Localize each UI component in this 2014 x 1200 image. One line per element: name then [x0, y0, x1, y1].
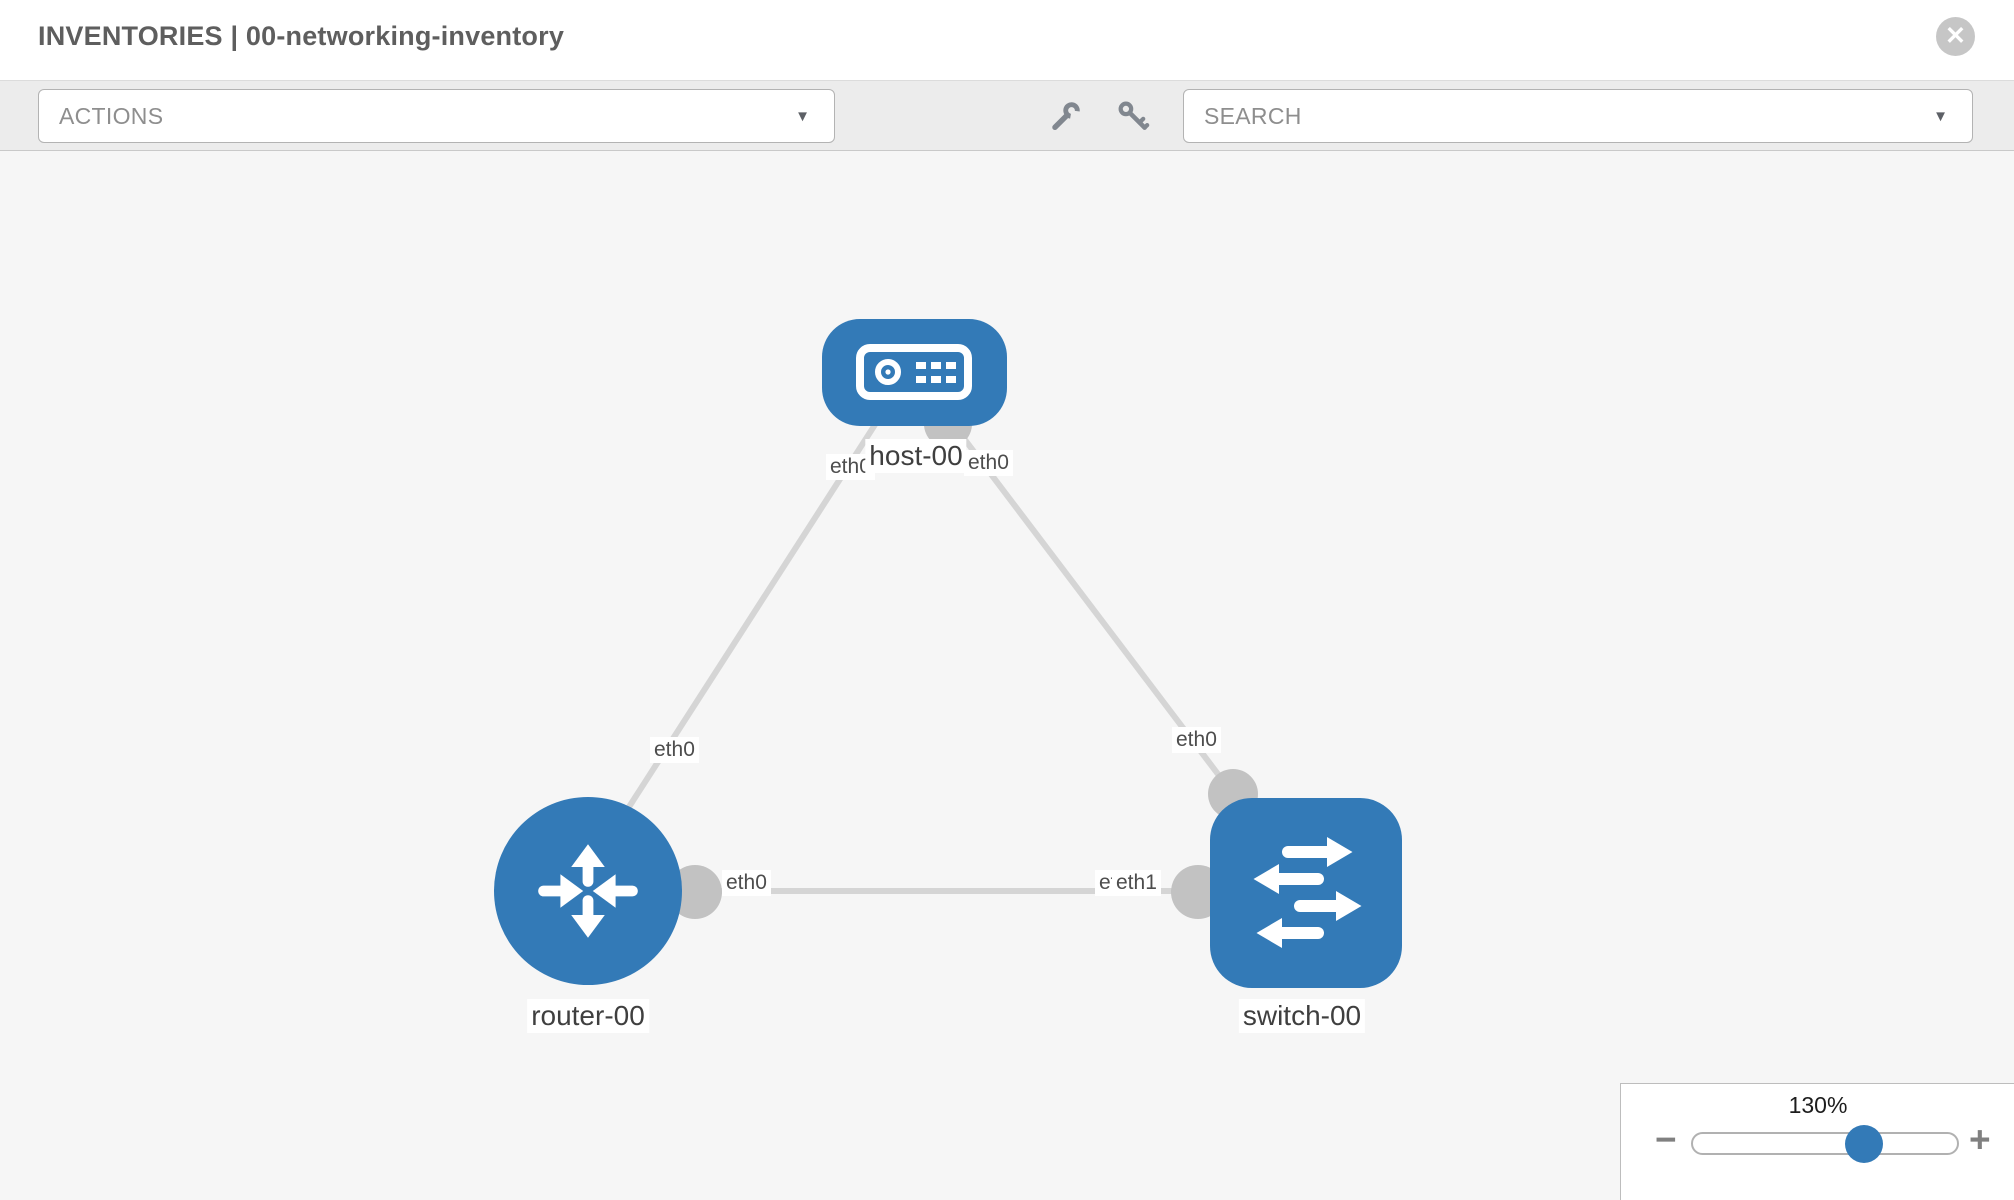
chevron-down-icon: ▼ — [1933, 107, 1948, 125]
interface-label: eth0 — [1172, 727, 1221, 753]
topology-canvas[interactable]: eth0 eth0 host-00 eth0 eth0 eth0 eth0 et… — [0, 152, 2014, 1200]
search-dropdown[interactable]: SEARCH ▼ — [1183, 89, 1973, 143]
node-router-00[interactable] — [494, 797, 682, 985]
close-button[interactable]: ✕ — [1936, 17, 1975, 56]
plus-icon: + — [1969, 1119, 1991, 1160]
close-icon: ✕ — [1945, 22, 1966, 50]
zoom-control-panel: 130% − + — [1620, 1083, 2014, 1200]
search-dropdown-label: SEARCH — [1204, 102, 1302, 129]
page-title: INVENTORIES | 00-networking-inventory — [38, 21, 565, 51]
interface-label: eth0 — [650, 737, 699, 763]
actions-dropdown[interactable]: ACTIONS ▼ — [38, 89, 835, 143]
zoom-slider[interactable] — [1691, 1132, 1959, 1155]
minus-icon: − — [1655, 1119, 1677, 1160]
toolbar: ACTIONS ▼ SEARCH ▼ — [0, 80, 2014, 151]
configure-button[interactable] — [1045, 95, 1087, 137]
host-device-icon — [856, 344, 972, 400]
zoom-out-button[interactable]: − — [1655, 1120, 1677, 1160]
link-host-router[interactable] — [597, 418, 881, 854]
switch-arrows-icon — [1253, 837, 1362, 948]
chevron-down-icon: ▼ — [795, 107, 810, 125]
credentials-button[interactable] — [1112, 95, 1154, 137]
interface-label: eth0 — [722, 870, 771, 896]
page-header: INVENTORIES | 00-networking-inventory ✕ — [0, 0, 2014, 80]
node-switch-00[interactable] — [1210, 798, 1402, 988]
node-label-switch-00: switch-00 — [1238, 999, 1366, 1033]
key-icon — [1118, 101, 1150, 130]
interface-label: eth1 — [1112, 870, 1161, 896]
actions-dropdown-label: ACTIONS — [59, 102, 164, 129]
router-arrows-icon — [538, 844, 638, 938]
node-host-00[interactable] — [822, 319, 1007, 426]
node-label-host-00: host-00 — [865, 439, 967, 473]
node-label-router-00: router-00 — [527, 999, 649, 1033]
zoom-level-label: 130% — [1788, 1092, 1848, 1118]
zoom-slider-handle[interactable] — [1845, 1125, 1883, 1163]
interface-label: eth0 — [964, 450, 1013, 476]
interface-dot-router — [668, 865, 722, 919]
wrench-icon — [1052, 102, 1080, 131]
zoom-in-button[interactable]: + — [1969, 1120, 1991, 1160]
